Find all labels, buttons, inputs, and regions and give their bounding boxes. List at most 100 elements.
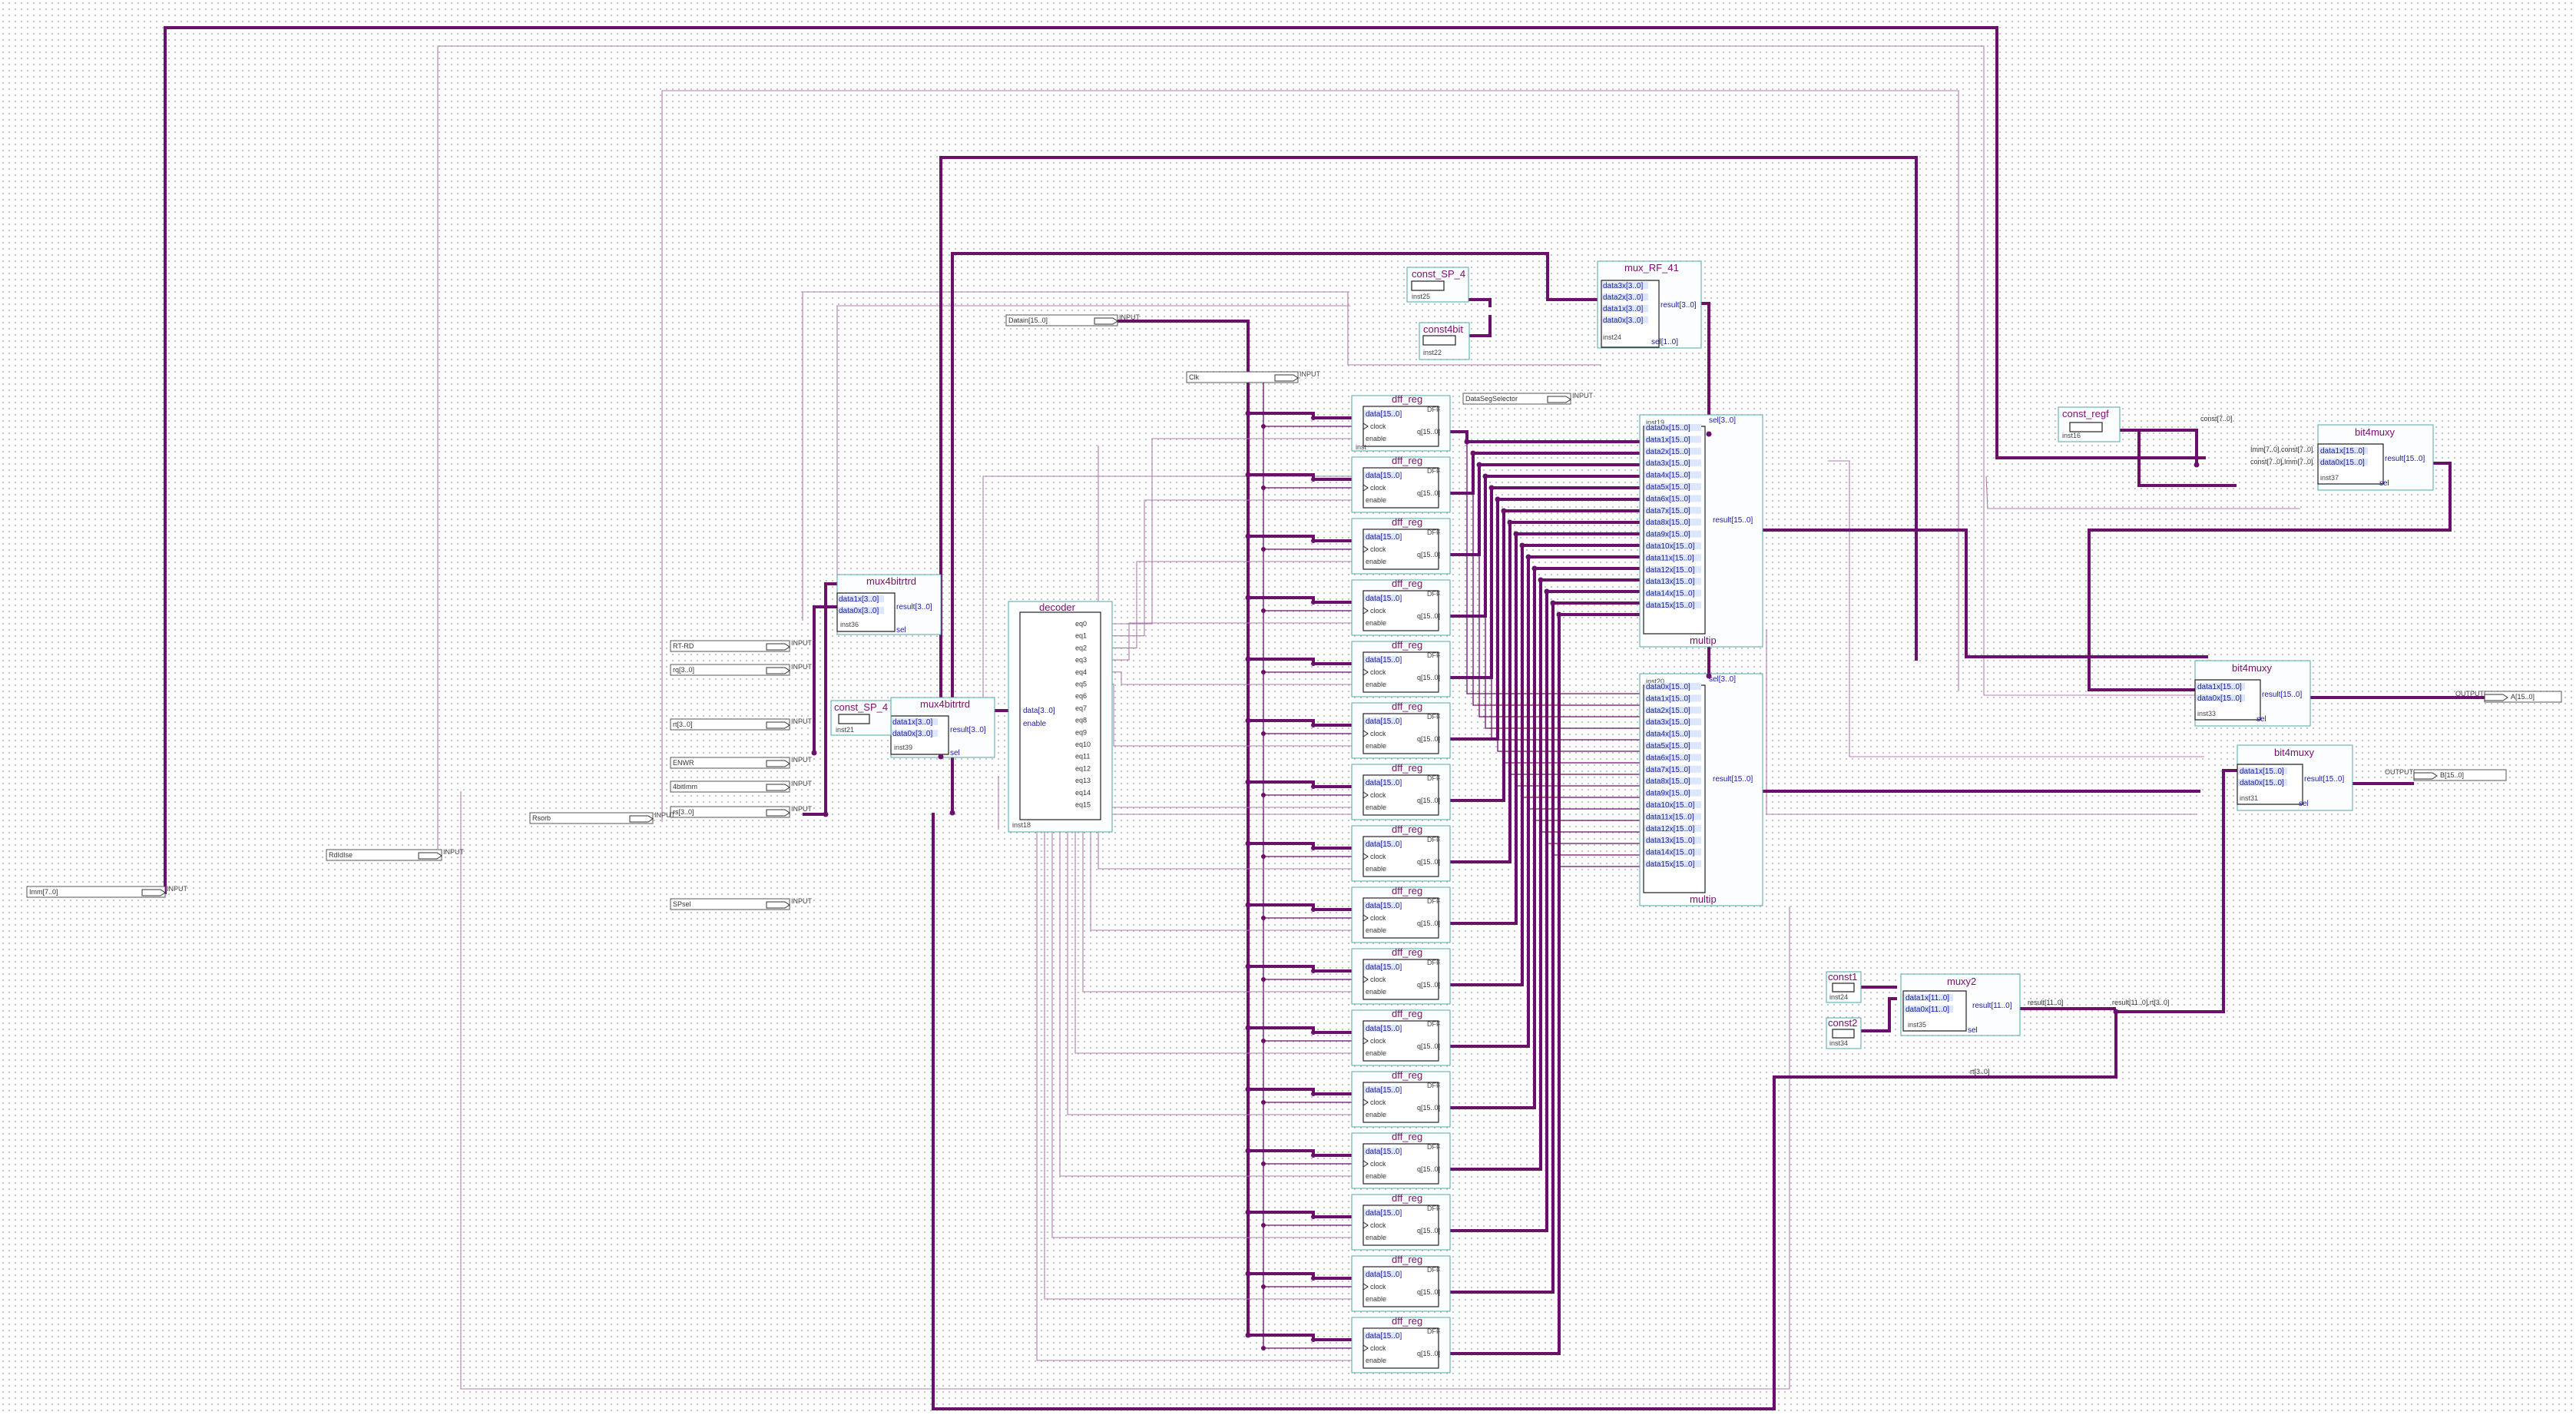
clock-triangle-icon xyxy=(1362,423,1369,430)
clock-triangle-icon xyxy=(1362,791,1369,799)
dff-reg-type: DFF xyxy=(1427,1327,1441,1335)
bit4muxy-low-pin0: data0x[15..0] xyxy=(2240,779,2284,787)
bit4muxy-mid-block[interactable]: bit4muxy data1x[15..0] data0x[15..0] res… xyxy=(2194,660,2311,727)
multip-input-6: data6x[15..0] xyxy=(1646,495,1690,503)
output-pin-B[15..0][interactable]: B[15..0]OUTPUT xyxy=(2385,768,2507,781)
input-arrow-icon xyxy=(1547,396,1571,403)
dff-reg-enable-pin: enable xyxy=(1366,1172,1386,1180)
mux-rf-title: mux_RF_41 xyxy=(1624,262,1679,273)
dff-reg-type: DFF xyxy=(1427,529,1441,536)
dff-reg-type: DFF xyxy=(1427,836,1441,843)
multip-sel: sel[3..0] xyxy=(1709,675,1736,684)
multip-input-15: data15x[15..0] xyxy=(1646,860,1695,869)
dff-reg-enable-pin: enable xyxy=(1366,742,1386,750)
dff-reg-enable-pin: enable xyxy=(1366,926,1386,934)
clock-triangle-icon xyxy=(1362,976,1369,983)
clock-triangle-icon xyxy=(1362,545,1369,553)
const4bit-block[interactable]: const4bit inst22 xyxy=(1419,322,1470,360)
multip-block-a[interactable]: sel[3..0]inst19data0x[15..0]data1x[15..0… xyxy=(1639,414,1763,648)
mux4bit-b-pin1: data1x[3..0] xyxy=(892,718,932,727)
dff-reg-title: dff_reg xyxy=(1392,639,1422,651)
clock-triangle-icon xyxy=(1362,1160,1369,1168)
multip-input-1: data1x[15..0] xyxy=(1646,436,1690,444)
dff-reg-type: DFF xyxy=(1427,651,1441,659)
dff-reg-data-pin: data[15..0] xyxy=(1366,902,1402,910)
dff-reg-enable-pin: enable xyxy=(1366,1234,1386,1241)
multip-result: result[15..0] xyxy=(1713,516,1753,525)
multip-input-10: data10x[15..0] xyxy=(1646,542,1695,551)
decoder-block[interactable]: decoder data[3..0] enable inst18 eq0eq1e… xyxy=(1008,601,1113,833)
clock-triangle-icon xyxy=(1362,853,1369,860)
dff-reg-data-pin: data[15..0] xyxy=(1366,840,1402,849)
bit4muxy-low-pin1: data1x[15..0] xyxy=(2240,767,2284,776)
multip-input-9: data9x[15..0] xyxy=(1646,531,1690,539)
bit4muxy-top-block[interactable]: bit4muxy data1x[15..0] data0x[15..0] res… xyxy=(2317,424,2434,491)
mux4bit-b-result: result[3..0] xyxy=(950,726,986,734)
const1-block[interactable]: const1 inst24 xyxy=(1826,971,1862,1003)
mux4bitrtrd-a-block[interactable]: mux4bitrtrd data1x[3..0] data0x[3..0] re… xyxy=(836,574,942,635)
mux-rf-41-block[interactable]: mux_RF_41 data3x[3..0] data2x[3..0] data… xyxy=(1597,260,1702,349)
input-pin-label: DataSegSelector xyxy=(1465,395,1518,403)
dff-reg-title: dff_reg xyxy=(1392,393,1422,405)
const-regf-block[interactable]: const_regf inst16 xyxy=(2058,406,2121,442)
output-pin-A[15..0][interactable]: A[15..0]OUTPUT xyxy=(2455,690,2562,703)
const-sp4-block[interactable]: const_SP_4 inst25 xyxy=(1406,267,1469,303)
dff-reg-enable-pin: enable xyxy=(1366,558,1386,565)
bit4muxy-top-pin0: data0x[15..0] xyxy=(2320,459,2365,467)
mux-rf-pin-0: data0x[3..0] xyxy=(1603,316,1643,325)
dff-reg-clock-pin: clock xyxy=(1370,1160,1386,1168)
input-pin-rq[3..0][interactable]: rq[3..0]INPUT xyxy=(670,663,813,676)
dff-reg-q-pin: q[15..0] xyxy=(1417,674,1440,681)
input-arrow-icon xyxy=(766,721,790,729)
dff-reg-clock-pin: clock xyxy=(1370,1344,1386,1352)
mux4bitrtrd-b-block[interactable]: mux4bitrtrd data1x[3..0] data0x[3..0] re… xyxy=(890,697,995,758)
dff-reg-data-pin: data[15..0] xyxy=(1366,1209,1402,1218)
decoder-output-eq12: eq12 xyxy=(1075,764,1091,772)
input-pin-Datain[15..0][interactable]: Datain[15..0]INPUT xyxy=(1005,313,1141,326)
dff-reg-type: DFF xyxy=(1427,406,1441,413)
const2-block[interactable]: const2 inst34 xyxy=(1826,1017,1862,1049)
dff-reg-0[interactable]: dff_regDFFdata[15..0]clockenableq[15..0]… xyxy=(1351,393,1451,452)
dff-reg-title: dff_reg xyxy=(1392,1008,1422,1019)
dff-reg-clock-pin: clock xyxy=(1370,1221,1386,1229)
dff-reg-title: dff_reg xyxy=(1392,701,1422,712)
dff-register-column: dff_regDFFdata[15..0]clockenableq[15..0]… xyxy=(1351,393,1451,1374)
input-pin-label: Imm[7..0] xyxy=(29,888,58,896)
decoder-output-eq14: eq14 xyxy=(1075,789,1091,797)
muxy2-block[interactable]: muxy2 data1x[11..0] data0x[11..0] result… xyxy=(1900,973,2021,1036)
input-pin-rt[3..0][interactable]: rt[3..0]INPUT xyxy=(670,717,813,731)
input-tag: INPUT xyxy=(791,717,813,725)
bit4muxy-low-block[interactable]: bit4muxy data1x[15..0] data0x[15..0] res… xyxy=(2237,744,2353,811)
const-sp4-b-block[interactable]: const_SP_4 inst21 xyxy=(830,700,892,736)
input-pin-Imm[7..0][interactable]: Imm[7..0]INPUT xyxy=(26,885,188,898)
multip-block-b[interactable]: sel[3..0]inst20data0x[15..0]data1x[15..0… xyxy=(1639,673,1763,906)
multip-input-3: data3x[15..0] xyxy=(1646,718,1690,727)
multip-input-7: data7x[15..0] xyxy=(1646,507,1690,515)
decoder-output-eq0: eq0 xyxy=(1075,620,1087,628)
input-pin-rs[3..0][interactable]: rs[3..0]INPUT xyxy=(670,805,813,818)
dff-reg-data-pin: data[15..0] xyxy=(1366,1086,1402,1095)
